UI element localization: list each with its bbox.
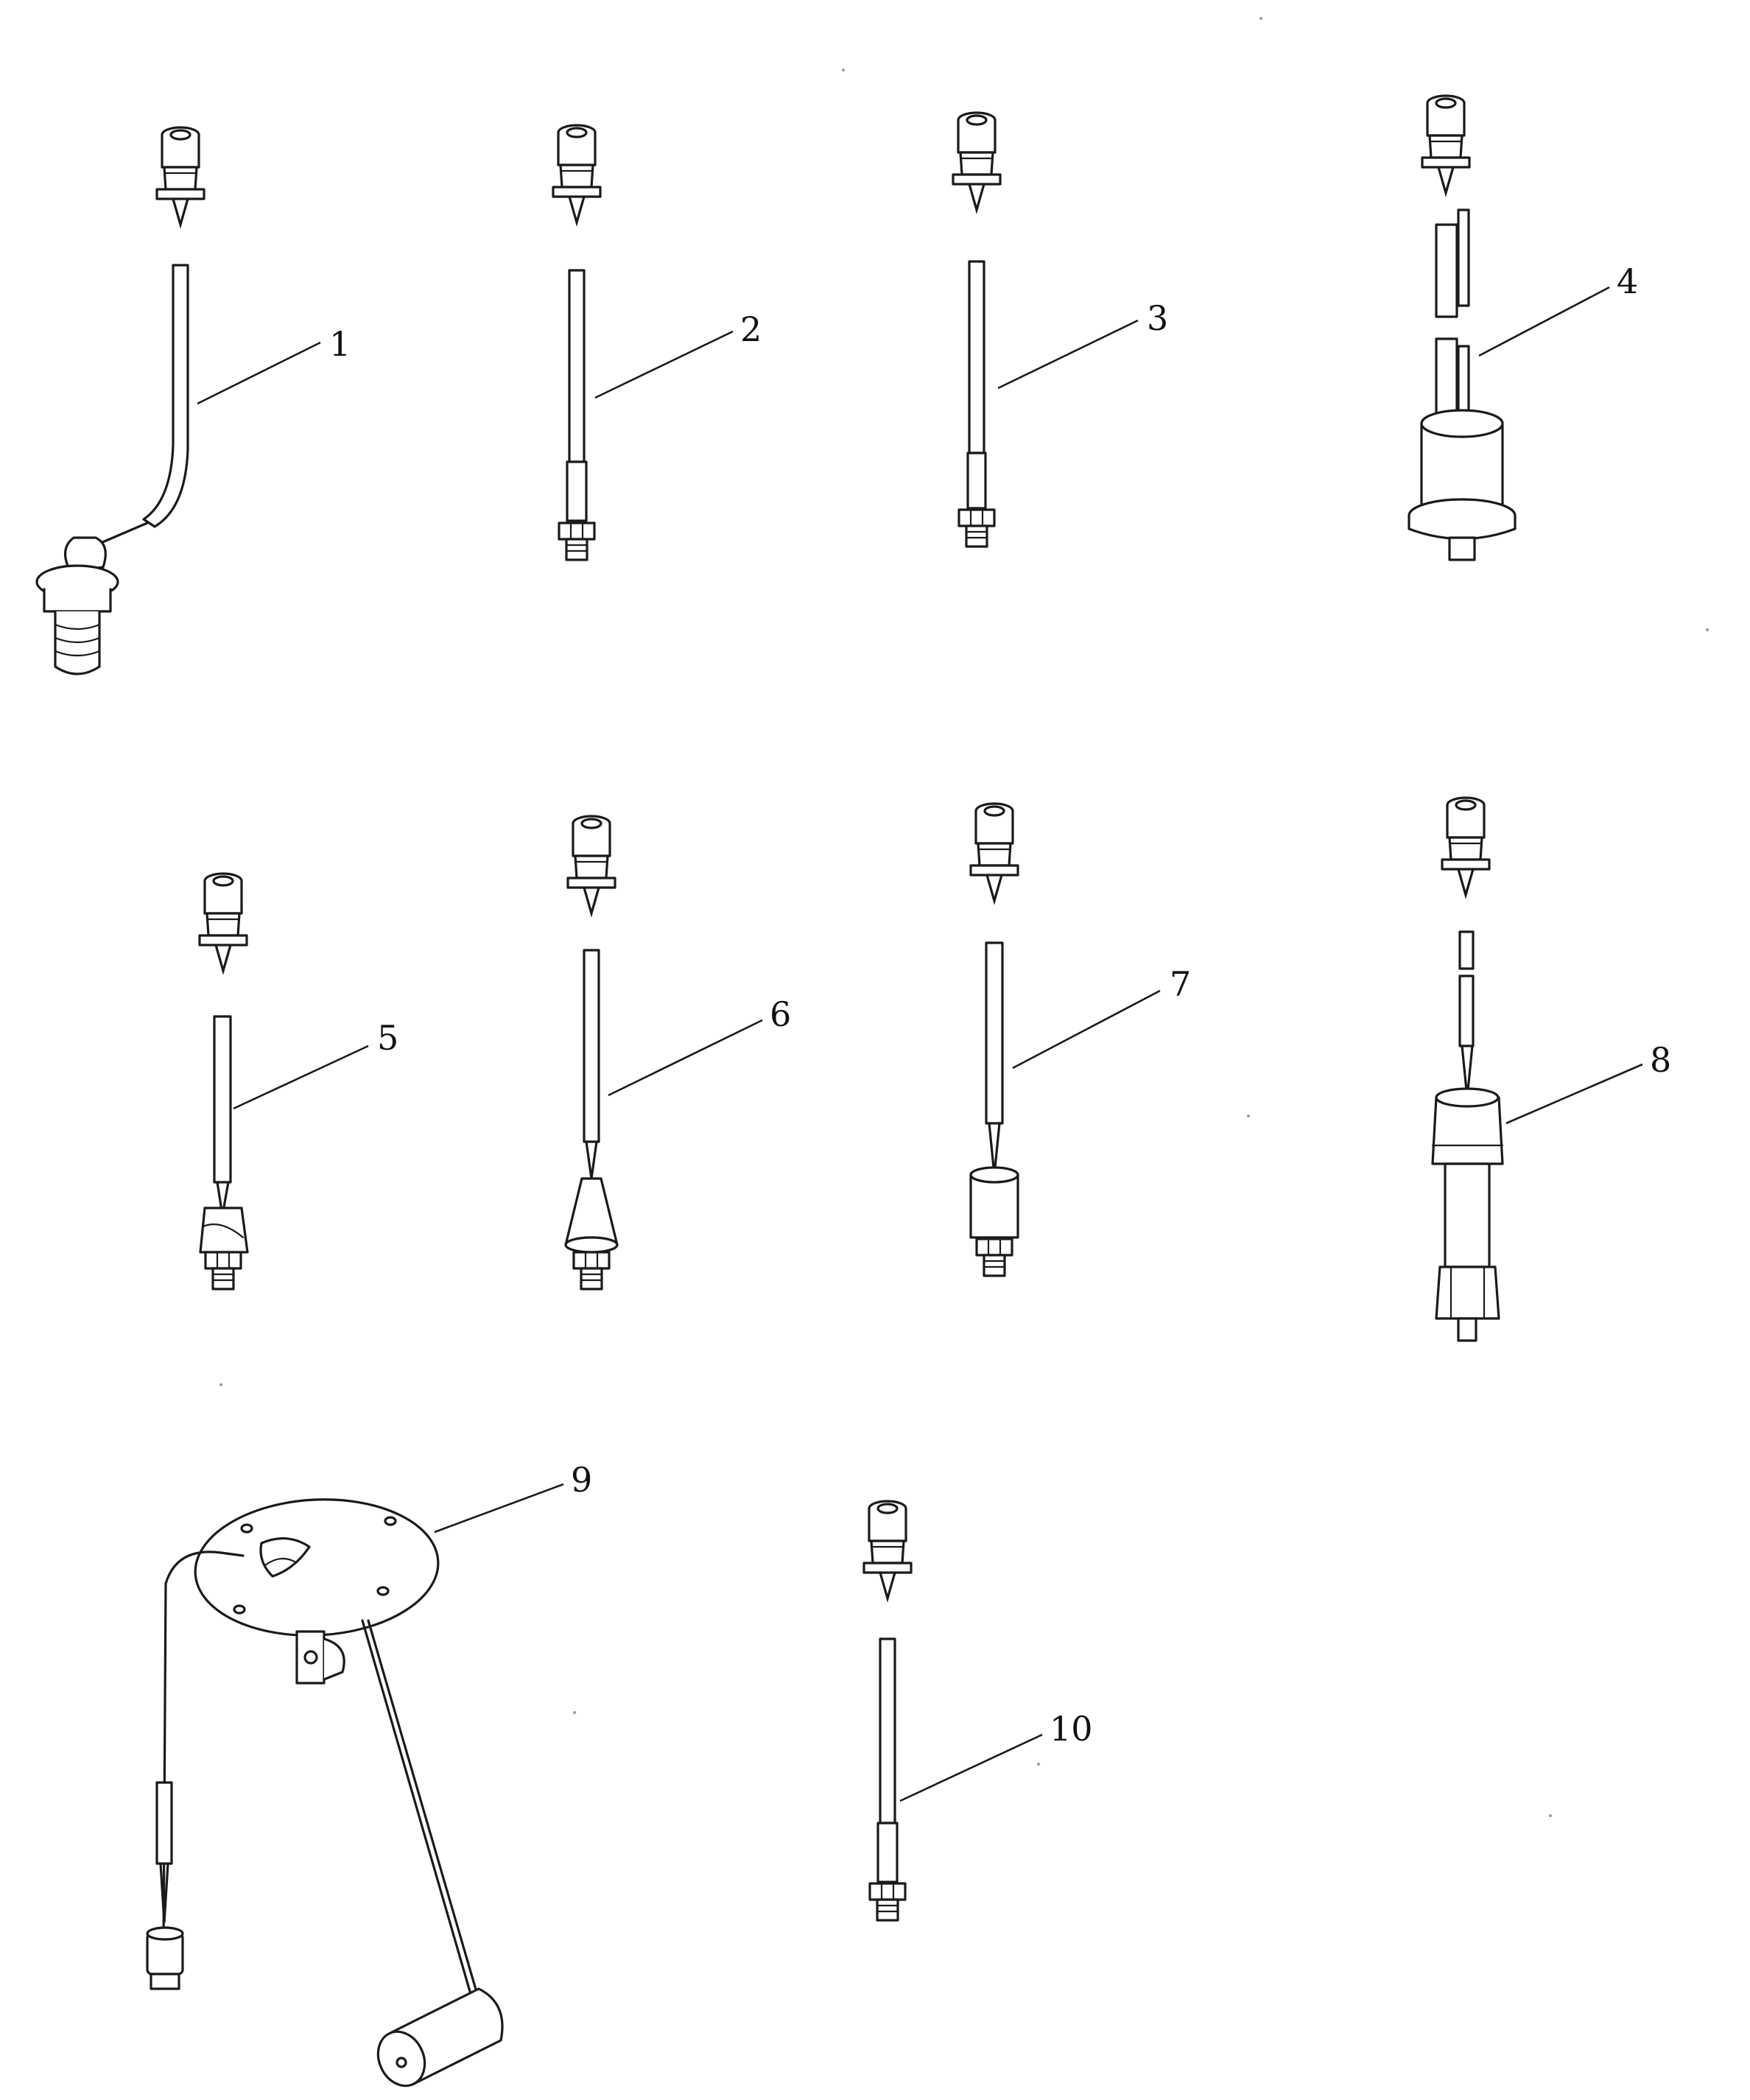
callout-3: 3 <box>1147 298 1168 338</box>
part-2 <box>552 124 602 561</box>
part-8 <box>1431 796 1504 1342</box>
threaded-fitting-1 <box>35 536 119 675</box>
callout-10: 10 <box>1050 1709 1093 1749</box>
callout-4: 4 <box>1617 261 1638 301</box>
part-3 <box>952 111 1002 548</box>
callout-7: 7 <box>1170 964 1191 1004</box>
float-icon <box>376 1987 504 2087</box>
callout-9: 9 <box>571 1460 592 1500</box>
part-6 <box>564 815 619 1290</box>
callout-2: 2 <box>740 309 762 349</box>
part-10 <box>862 1500 913 1922</box>
leader-lines <box>197 286 1643 1802</box>
callout-6: 6 <box>770 994 791 1034</box>
part-4 <box>1408 94 1517 561</box>
callouts: 1 2 3 4 5 6 7 8 9 10 <box>329 261 1671 1749</box>
callout-1: 1 <box>329 324 351 364</box>
scan-noise <box>219 17 1709 1817</box>
callout-5: 5 <box>377 1018 398 1058</box>
part-5 <box>198 872 249 1290</box>
part-7 <box>969 802 1019 1277</box>
part-1 <box>35 126 205 675</box>
part-9 <box>146 1498 504 2087</box>
callout-8: 8 <box>1650 1040 1671 1080</box>
